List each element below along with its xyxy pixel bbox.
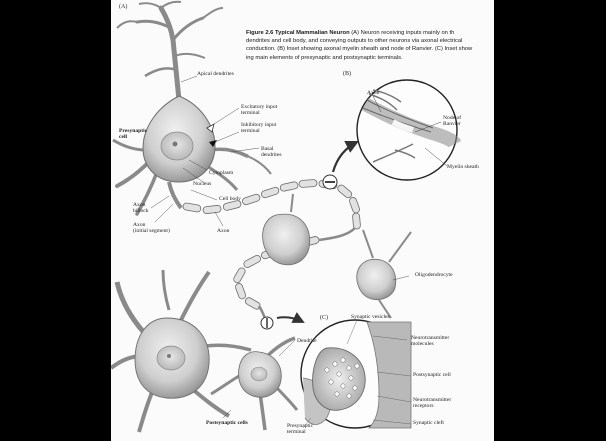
label-synaptic-vesicles: Synaptic vesicles [351, 314, 390, 320]
postsynaptic-neurons [111, 270, 297, 432]
label-axon: Axon [217, 228, 229, 234]
panel-label-b: (B) [343, 71, 351, 77]
caption-title: Figure 2.6 Typical Mammalian Neuron [246, 30, 350, 36]
inset-c [261, 317, 411, 428]
inset-b [323, 80, 457, 189]
label-nucleus: Nucleus [193, 181, 211, 187]
left-black-border [0, 0, 111, 441]
label-cell-body: Cell body [219, 196, 241, 202]
label-inhibitory-input-2: terminal [241, 128, 260, 134]
label-synaptic-cleft: Synaptic cleft [413, 420, 444, 426]
label-cytoplasm: Cytoplasm [209, 170, 233, 176]
label-basal-dendrites-2: dendrites [261, 152, 282, 158]
label-postsynaptic-cell: Postsynaptic cell [413, 372, 451, 378]
figure-page: Figure 2.6 Typical Mammalian Neuron (A) … [111, 0, 494, 441]
label-oligodendrocyte: Oligodendrocyte [415, 272, 453, 278]
panel-label-a: (A) [119, 4, 127, 10]
label-axon-hillock-2: hillock [133, 208, 149, 214]
glial-cells [263, 194, 411, 318]
caption-line: ing main elements of presynaptic and pos… [246, 54, 488, 62]
caption-line: dendrites and cell body, and conveying o… [246, 37, 488, 45]
right-black-border [494, 0, 606, 441]
figure-caption: Figure 2.6 Typical Mammalian Neuron (A) … [246, 29, 488, 62]
label-presynaptic-cell-2: cell [119, 134, 127, 140]
label-axon-inset-b: Axon [367, 90, 379, 96]
label-postsynaptic-cells: Postsynaptic cells [206, 420, 248, 426]
label-excitatory-input-2: terminal [241, 110, 260, 116]
panel-label-c: (C) [320, 315, 328, 321]
label-presynaptic-terminal-2: terminal [287, 429, 306, 435]
caption-line: conduction. (B) Inset showing axonal mye… [246, 45, 488, 53]
caption-line: (A) Neuron receiving inputs mainly on th [351, 30, 454, 36]
label-axon-initial-2: (initial segment) [133, 228, 170, 234]
label-apical-dendrites: Apical dendrites [197, 71, 234, 77]
label-neurotransmitter-molecules-2: molecules [411, 341, 434, 347]
label-myelin-sheath: Myelin sheath [447, 164, 479, 170]
label-node-of-ranvier-2: Ranvier [443, 121, 461, 127]
label-neurotransmitter-receptors-2: receptors [413, 403, 434, 409]
label-dendrite: Dendrite [297, 338, 317, 344]
